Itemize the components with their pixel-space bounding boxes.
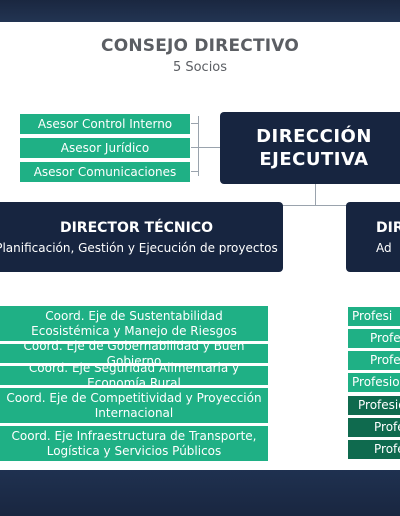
connector-executive-down (315, 184, 316, 206)
coordinator-sustentabilidad: Coord. Eje de Sustentabilidad Ecosistémi… (0, 306, 268, 341)
professional-item: Profe (348, 418, 400, 437)
advisor-control-interno: Asesor Control Interno (20, 114, 190, 134)
executive-direction-box: DIRECCIÓN EJECUTIVA (220, 112, 400, 184)
professional-item: Profe (348, 440, 400, 459)
admin-director-subtitle: Ad (376, 240, 392, 255)
professional-item: Profesion (348, 373, 400, 392)
board-subtitle: 5 Socios (172, 60, 228, 75)
executive-line2: EJECUTIVA (259, 149, 369, 170)
connector-advisor-1 (191, 123, 199, 124)
connector-advisors-to-executive (198, 147, 220, 148)
board-title: CONSEJO DIRECTIVO (101, 36, 299, 56)
technical-director-subtitle: Planificación, Gestión y Ejecución de pr… (0, 240, 278, 255)
technical-director-box: DIRECTOR TÉCNICO Planificación, Gestión … (0, 202, 283, 272)
coordinator-infraestructura: Coord. Eje Infraestructura de Transporte… (0, 426, 268, 461)
technical-director-title: DIRECTOR TÉCNICO (59, 219, 214, 236)
advisor-comunicaciones: Asesor Comunicaciones (20, 162, 190, 182)
org-chart-panel: CONSEJO DIRECTIVO 5 Socios Asesor Contro… (0, 22, 400, 470)
coordinator-seguridad-alimentaria: Coord. Eje Seguridad Alimentaria y Econo… (0, 361, 268, 390)
professional-item: Profesion (348, 396, 400, 415)
professional-item: Profe (348, 329, 400, 348)
admin-director-title: DIR (376, 219, 400, 236)
connector-advisors-vertical (198, 116, 199, 176)
connector-advisor-3 (191, 171, 199, 172)
background-top (0, 0, 400, 22)
coordinator-gobernabilidad: Coord. Eje de Gobernabilidad y Buen Gobi… (0, 339, 268, 368)
connector-advisor-2 (191, 147, 199, 148)
background-bottom (0, 470, 400, 516)
executive-line1: DIRECCIÓN (256, 125, 372, 147)
professional-item: Profe (348, 351, 400, 370)
coordinator-competitividad: Coord. Eje de Competitividad y Proyecció… (0, 388, 268, 423)
admin-director-box: DIR Ad (346, 202, 400, 272)
professional-item: Profesi (348, 307, 400, 326)
advisor-juridico: Asesor Jurídico (20, 138, 190, 158)
